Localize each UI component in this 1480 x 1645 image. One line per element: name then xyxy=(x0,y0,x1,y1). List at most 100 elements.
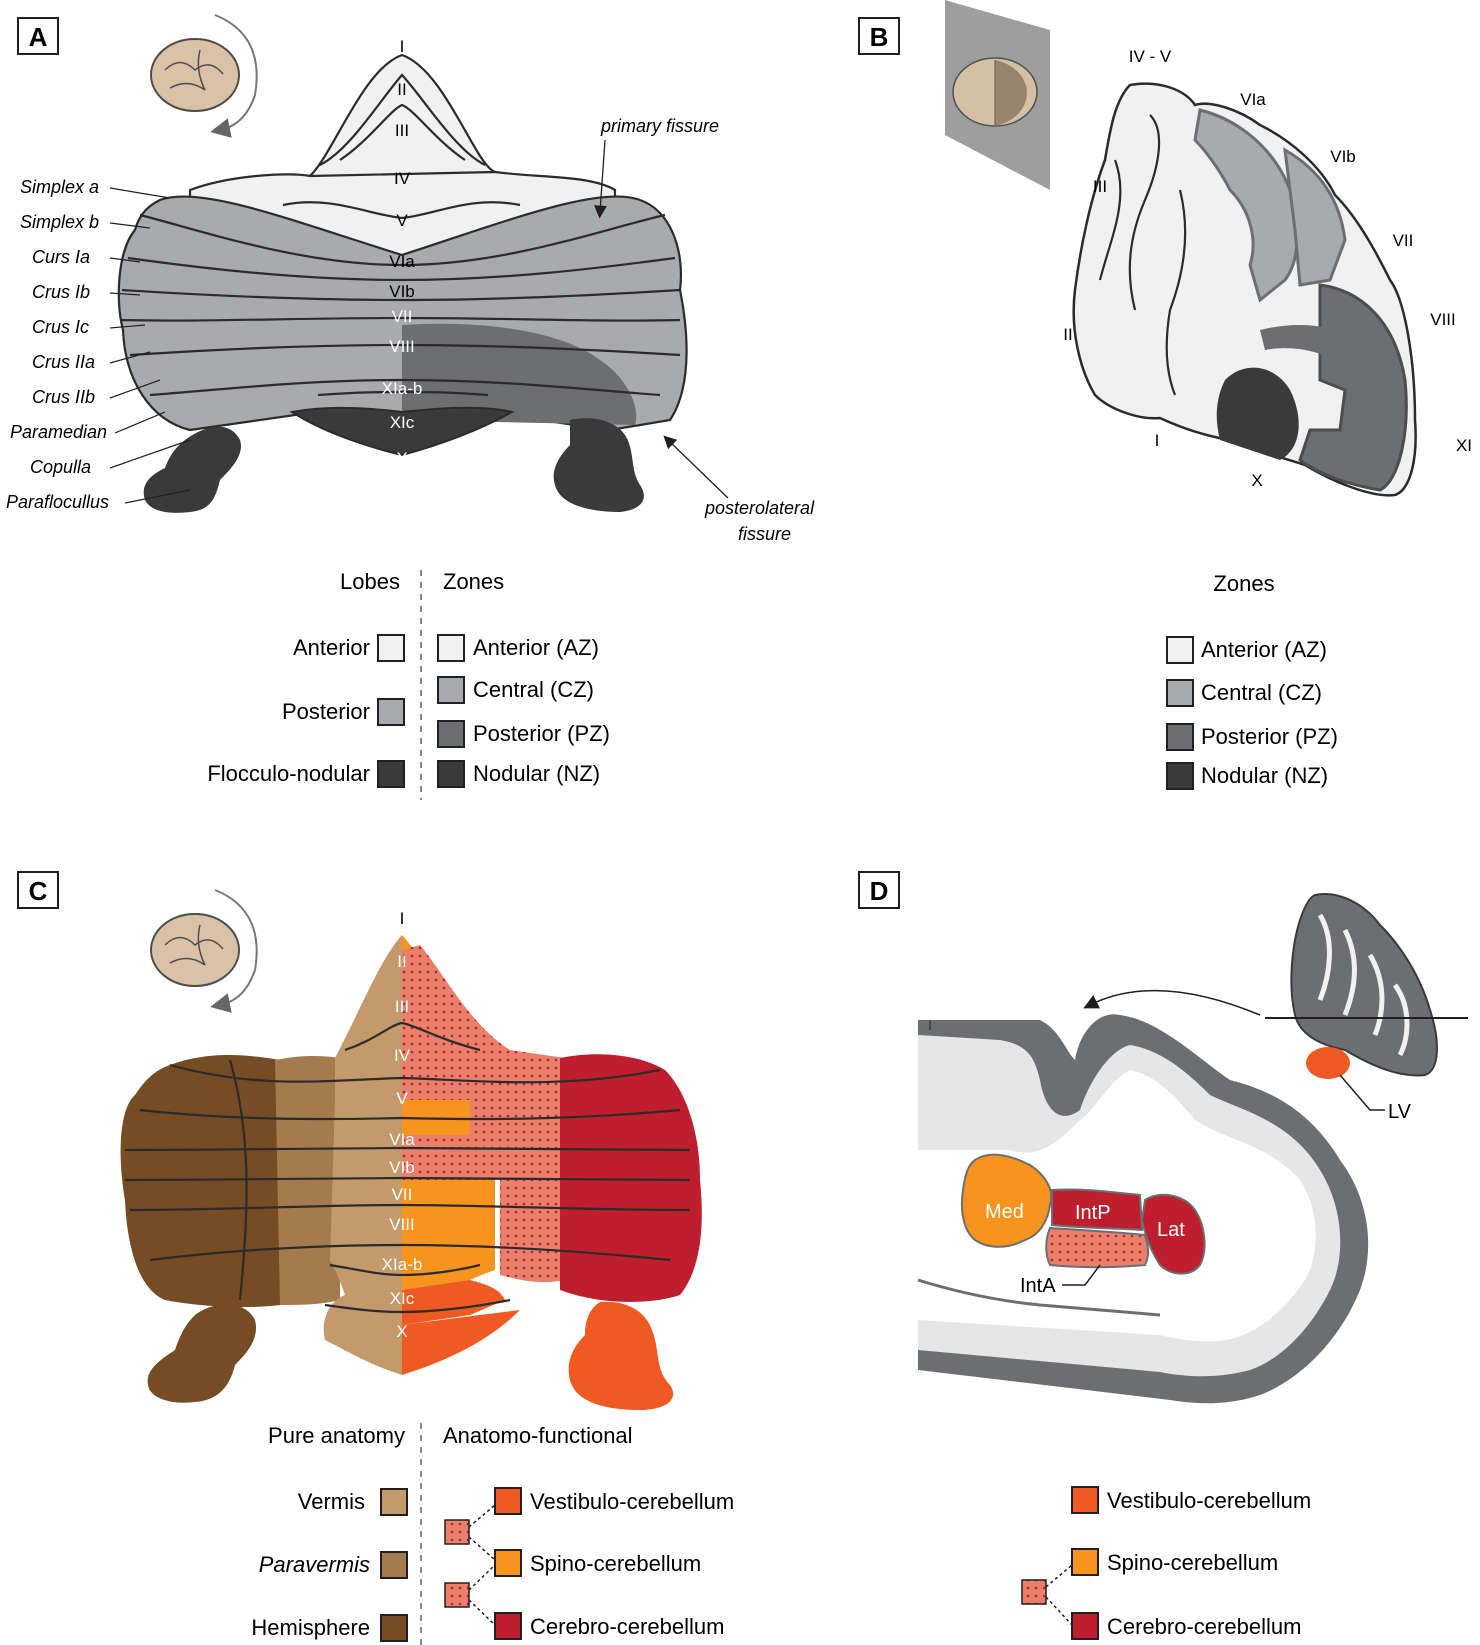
lobule-label: VII xyxy=(1393,231,1414,250)
label-simplex-b: Simplex b xyxy=(20,212,99,232)
legend-vermis: Vermis xyxy=(298,1489,365,1514)
panel-c-letter: C xyxy=(29,876,48,906)
label-posterolateral-fissure-1: posterolateral xyxy=(704,498,815,518)
lobule-label: IV - V xyxy=(1129,47,1172,66)
legend-b-heading: Zones xyxy=(1213,571,1274,596)
legend-lobe-flocculo-nodular: Flocculo-nodular xyxy=(207,761,370,786)
label-crus-iia: Crus IIa xyxy=(32,352,95,372)
lobule-label: XIa-b xyxy=(382,1255,423,1274)
legend-a: Lobes Zones Anterior Posterior Flocculo-… xyxy=(207,569,610,800)
label-paraflocullus: Paraflocullus xyxy=(6,492,109,512)
label-crus-ic: Crus Ic xyxy=(32,317,89,337)
legend-hemisphere: Hemisphere xyxy=(251,1615,370,1640)
legend-functional-heading: Anatomo-functional xyxy=(443,1423,633,1448)
panel-a: A xyxy=(6,15,815,800)
paraflocculus-left xyxy=(144,427,241,513)
legend-lobe-posterior: Posterior xyxy=(282,699,370,724)
legend-lobe-anterior: Anterior xyxy=(293,635,370,660)
legend-zone-central: Central (CZ) xyxy=(473,677,594,702)
lv-label: LV xyxy=(1388,1101,1412,1123)
paraflocculus-left-c xyxy=(148,1304,256,1402)
lobule-label: X xyxy=(396,1322,407,1341)
lobule-label: VIb xyxy=(1330,147,1356,166)
nucleus-inta-label: IntA xyxy=(1020,1275,1056,1297)
panel-d-letter: D xyxy=(870,876,889,906)
legend-zones-heading: Zones xyxy=(443,569,504,594)
lobule-label: VIII xyxy=(1430,310,1456,329)
label-simplex-a: Simplex a xyxy=(20,177,99,197)
lobule-label: I xyxy=(400,909,405,928)
lobule-label: X xyxy=(1251,471,1262,490)
lobule-label: III xyxy=(395,997,409,1016)
sagittal-section xyxy=(1074,84,1416,496)
nucleus-intp-label: IntP xyxy=(1075,1202,1111,1224)
panel-c: C xyxy=(18,872,734,1645)
lobule-label: VIII xyxy=(389,1215,415,1234)
legend-b-zone-nodular: Nodular (NZ) xyxy=(1201,763,1328,788)
lobule-label: I xyxy=(400,37,405,56)
label-primary-fissure: primary fissure xyxy=(600,116,719,136)
hemisphere-left xyxy=(121,1055,280,1307)
lobule-label: II xyxy=(397,952,406,971)
legend-vestibulo: Vestibulo-cerebellum xyxy=(530,1489,734,1514)
lobule-label: XIc xyxy=(390,1289,415,1308)
paraflocculus-right-c xyxy=(569,1302,673,1410)
lobule-label: VIa xyxy=(389,252,415,271)
legend-b-zone-central: Central (CZ) xyxy=(1201,680,1322,705)
lobule-label: X xyxy=(396,449,407,468)
label-paramedian: Paramedian xyxy=(10,422,107,442)
lobule-label: III xyxy=(395,121,409,140)
lobule-label: V xyxy=(396,211,408,230)
paraflocculus-right xyxy=(554,418,644,512)
label-crus-ib: Crus Ib xyxy=(32,282,90,302)
legend-lobes-heading: Lobes xyxy=(340,569,400,594)
legend-zone-nodular: Nodular (NZ) xyxy=(473,761,600,786)
lobule-label: II xyxy=(397,80,406,99)
lobule-label: VIa xyxy=(1240,90,1266,109)
label-copulla: Copulla xyxy=(30,457,91,477)
lobule-label: I xyxy=(1155,431,1160,450)
legend-d: Vestibulo-cerebellum Spino-cerebellum Ce… xyxy=(1022,1487,1311,1639)
lobule-label: XIa-b xyxy=(382,379,423,398)
legend-b-zone-anterior: Anterior (AZ) xyxy=(1201,637,1327,662)
paravermis-left xyxy=(275,1056,340,1305)
panel-b-letter: B xyxy=(870,22,889,52)
panel-d: D LV Med IntP Lat IntA xyxy=(859,872,1468,1639)
lobule-label: II xyxy=(1063,325,1072,344)
legend-b: Zones Anterior (AZ) Central (CZ) Posteri… xyxy=(1167,571,1338,789)
nucleus-lat-label: Lat xyxy=(1157,1219,1185,1241)
label-crus-iib: Crus IIb xyxy=(32,387,95,407)
label-posterolateral-fissure-2: fissure xyxy=(738,524,791,544)
lobule-label: IV xyxy=(394,1046,411,1065)
lobule-label: XIc xyxy=(390,413,415,432)
lobule-label: VIa xyxy=(389,1130,415,1149)
legend-d-spino: Spino-cerebellum xyxy=(1107,1550,1278,1575)
lobule-label: VIb xyxy=(389,282,415,301)
legend-paravermis: Paravermis xyxy=(259,1552,370,1577)
lobule-label: VII xyxy=(392,1185,413,1204)
brain-rotation-icon xyxy=(151,15,257,130)
sagittal-plane-icon xyxy=(945,0,1050,190)
legend-zone-anterior: Anterior (AZ) xyxy=(473,635,599,660)
lobule-label: V xyxy=(396,1089,408,1108)
lobule-label: III xyxy=(1093,177,1107,196)
lobule-label: VIII xyxy=(389,337,415,356)
legend-anatomy-heading: Pure anatomy xyxy=(268,1423,405,1448)
nucleus-inta xyxy=(1046,1228,1148,1267)
panel-a-letter: A xyxy=(29,22,48,52)
panel-b: B IV - V VIa VIb VII VIII III II I X xyxy=(859,0,1472,789)
legend-spino: Spino-cerebellum xyxy=(530,1551,701,1576)
label-crus-ia: Curs Ia xyxy=(32,247,90,267)
lobule-label: VII xyxy=(392,307,413,326)
legend-c: Pure anatomy Anatomo-functional Vermis P… xyxy=(251,1423,734,1645)
legend-cerebro: Cerebro-cerebellum xyxy=(530,1614,724,1639)
lobule-label: IV xyxy=(394,169,411,188)
nucleus-med-label: Med xyxy=(985,1201,1024,1223)
lobule-label: VIb xyxy=(389,1158,415,1177)
lobule-label: XI xyxy=(1456,436,1472,455)
brain-rotation-icon-c xyxy=(151,890,257,1005)
cerebro-right xyxy=(560,1054,702,1302)
legend-zone-posterior: Posterior (PZ) xyxy=(473,721,610,746)
legend-b-zone-posterior: Posterior (PZ) xyxy=(1201,724,1338,749)
